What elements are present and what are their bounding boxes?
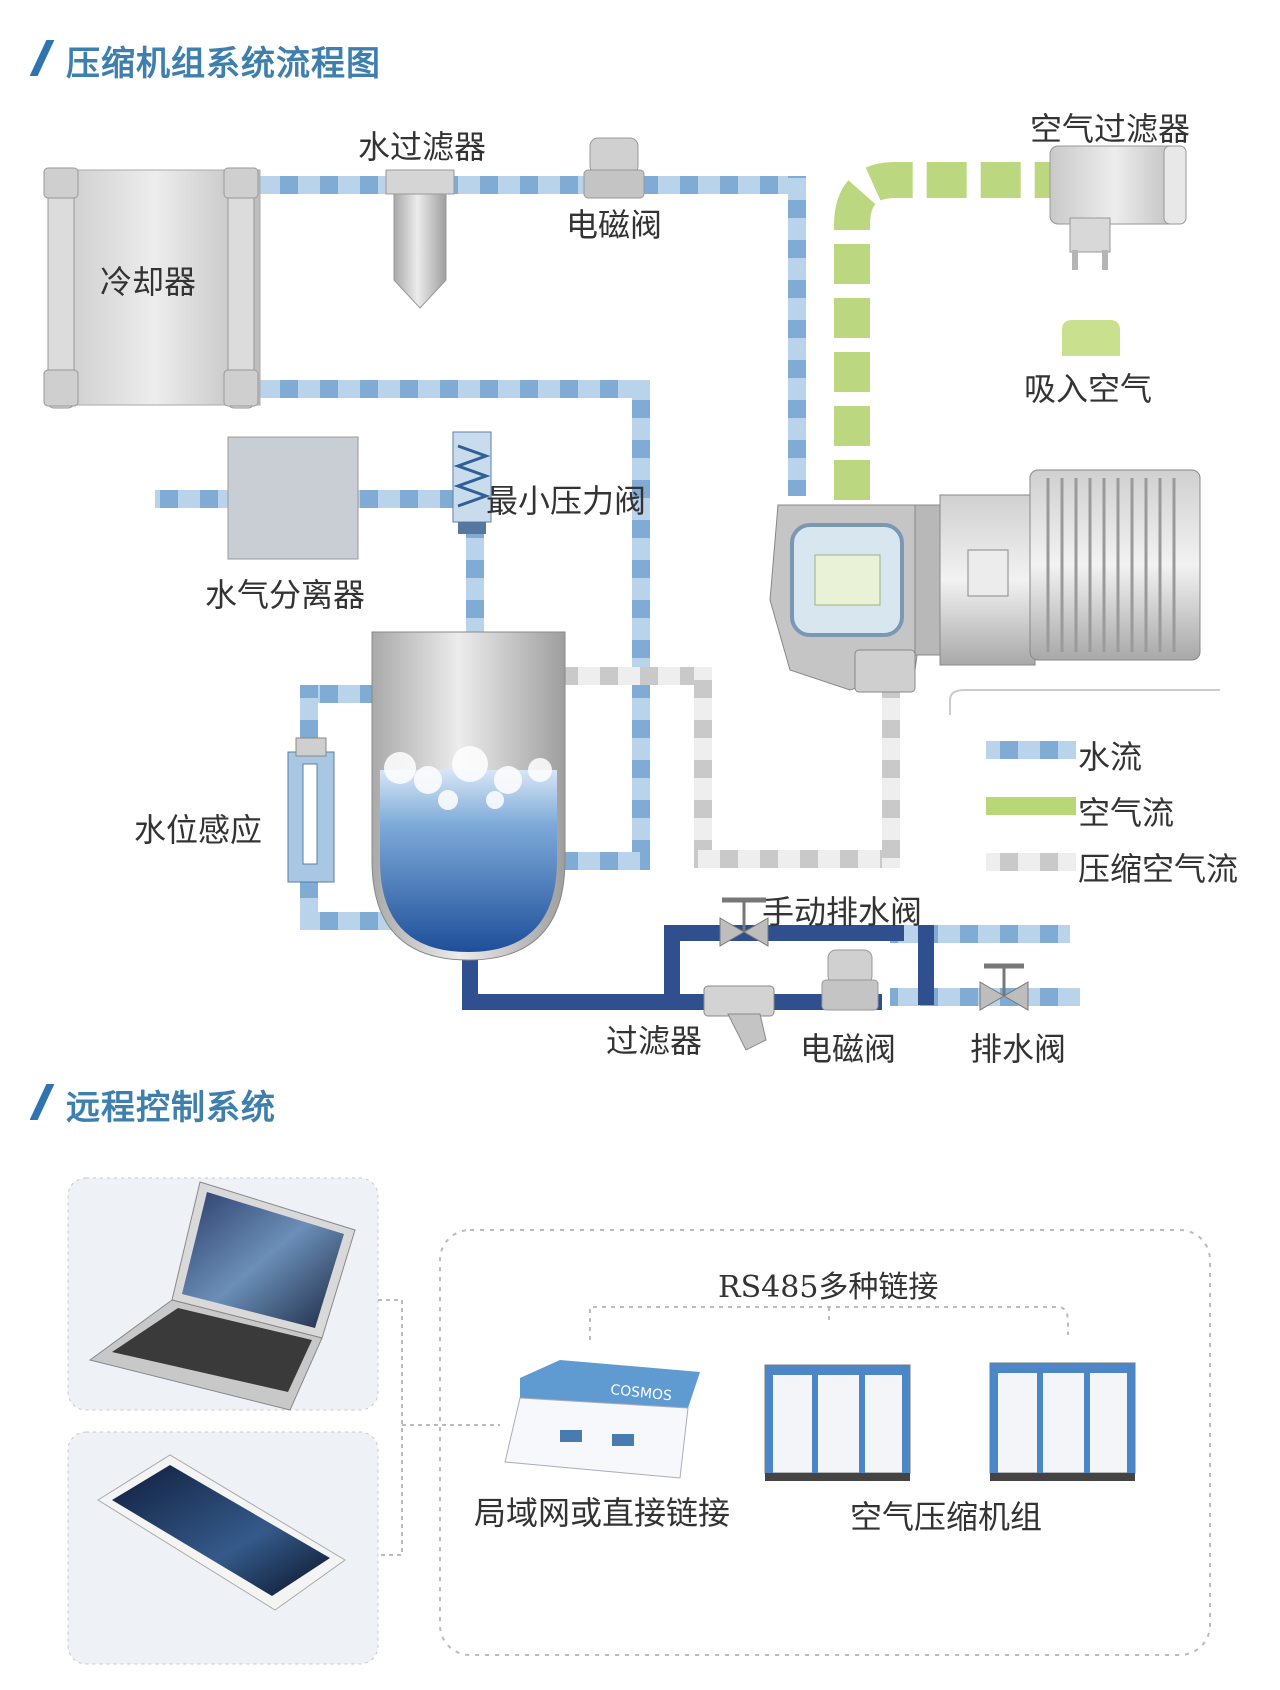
cosmos-module: COSMOS: [504, 1360, 700, 1479]
compressed-air-pipes: [565, 667, 900, 868]
separator-tank: [371, 631, 566, 961]
legend-label-air: 空气流: [1078, 794, 1175, 832]
solenoid-valve-bottom-shape: [821, 949, 879, 1011]
legend-swatch-water: [986, 741, 1076, 759]
section2-title-bar: [29, 1084, 55, 1120]
flow-diagram: [43, 137, 1220, 1051]
drain-valve-shape: [979, 963, 1029, 1011]
label-solenoid-valve-bottom: 电磁阀: [800, 1030, 897, 1068]
compressor-unit: [769, 469, 1201, 693]
filter-shape: [703, 985, 775, 1051]
compressor-unit-2: [989, 1362, 1136, 1481]
water-filter-shape: [385, 169, 455, 309]
compressor-unit-1: [764, 1364, 911, 1481]
label-water-filter: 水过滤器: [358, 128, 487, 166]
label-compressor-units: 空气压缩机组: [850, 1498, 1043, 1536]
label-manual-drain-valve: 手动排水阀: [762, 893, 923, 931]
label-cooler: 冷却器: [100, 263, 197, 301]
label-water-separator: 水气分离器: [205, 576, 366, 614]
legend-swatch-compressed: [986, 853, 1076, 871]
label-min-pressure-valve: 最小压力阀: [486, 482, 647, 520]
label-lan-direct: 局域网或直接链接: [474, 1494, 731, 1532]
rs485-connectors: [589, 1306, 1069, 1340]
cosmos-brand: COSMOS: [610, 1382, 673, 1404]
section1-title: 压缩机组系统流程图: [66, 44, 381, 84]
label-intake-air: 吸入空气: [1024, 370, 1153, 408]
phone-card: [67, 1431, 379, 1665]
cooler: [43, 167, 261, 409]
device-connectors: [378, 1299, 500, 1556]
label-air-filter: 空气过滤器: [1030, 110, 1191, 148]
manual-drain-valve-shape: [719, 897, 769, 947]
remote-diagram: COSMOS: [67, 1177, 1211, 1665]
legend-label-compressed: 压缩空气流: [1078, 850, 1239, 888]
water-level-sensor-shape: [287, 737, 335, 883]
legend-swatches: [986, 741, 1076, 871]
label-filter: 过滤器: [606, 1022, 703, 1060]
label-solenoid-valve-top: 电磁阀: [566, 206, 663, 244]
air-pipe: [834, 162, 1060, 500]
legend-label-water: 水流: [1078, 738, 1143, 776]
solenoid-valve-top-shape: [583, 137, 645, 199]
min-pressure-valve-shape: [452, 431, 492, 534]
label-drain-valve: 排水阀: [970, 1030, 1067, 1068]
air-filter-shape: [1049, 145, 1187, 356]
water-separator-shape: [227, 436, 359, 560]
label-rs485: RS485多种链接: [718, 1270, 939, 1305]
laptop-card: [67, 1177, 379, 1411]
legend-frame: [949, 689, 1220, 715]
section2-title: 远程控制系统: [66, 1088, 276, 1128]
legend-swatch-air: [986, 797, 1076, 815]
section1-title-bar: [29, 40, 55, 76]
label-water-level-sensor: 水位感应: [134, 811, 263, 849]
